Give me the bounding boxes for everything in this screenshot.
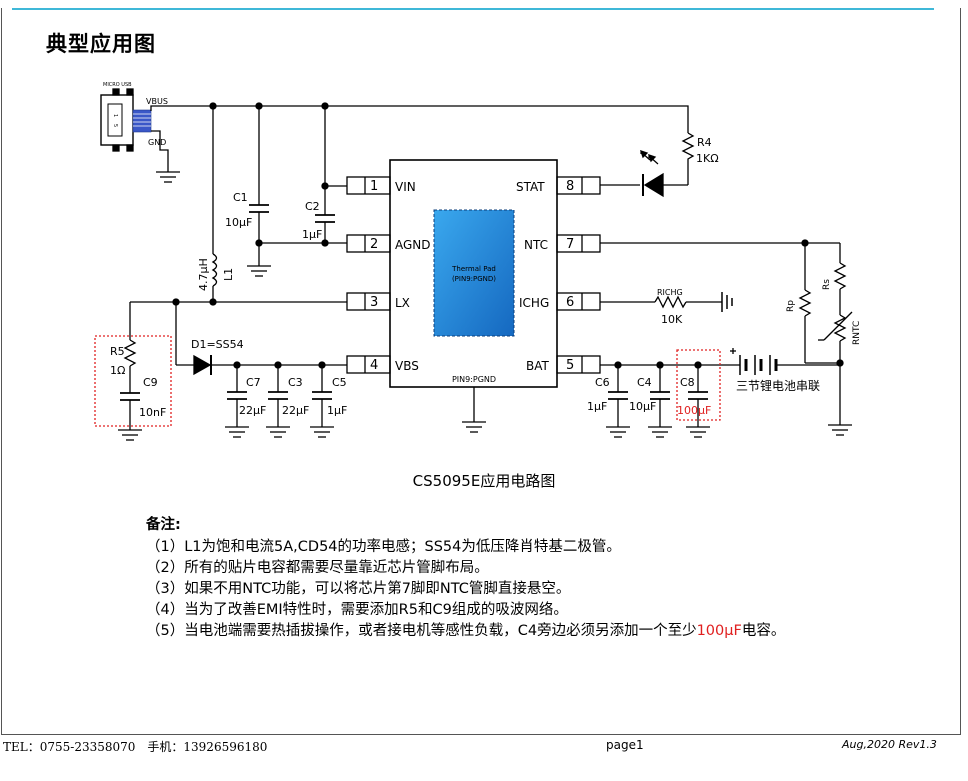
pin-8-number: 8 xyxy=(566,179,574,194)
footer-contact: TEL：0755-23358070 手机：13926596180 xyxy=(3,740,268,754)
pin-8-name: STAT xyxy=(516,180,545,194)
top-accent-line xyxy=(12,8,934,10)
c1-value: 10μF xyxy=(225,216,252,229)
chip-bottom-label: PIN9:PGND xyxy=(452,375,496,384)
usb-vbus-label: VBUS xyxy=(146,97,168,106)
richg-label: RICHG xyxy=(657,288,683,297)
pin-4-name: VBS xyxy=(395,359,419,373)
rntc-label: RNTC xyxy=(852,321,862,345)
note-item-2: （2）所有的贴片电容都需要尽量靠近芯片管脚布局。 xyxy=(146,560,489,576)
page-border-right xyxy=(960,8,961,735)
pin-7-number: 7 xyxy=(566,237,574,252)
micro-usb-connector: 1 5 xyxy=(100,88,152,152)
note-5-text: （5）当电池端需要热插拔操作，或者接电机等感性负载，C4旁边必须另添加一个至少 xyxy=(146,623,697,639)
thermal-pad-label-2: (PIN9:PGND) xyxy=(452,275,496,283)
c6-label: C6 xyxy=(595,376,610,389)
r4-label: R4 xyxy=(697,136,712,149)
d1-label: D1=SS54 xyxy=(191,338,244,351)
svg-text:1: 1 xyxy=(112,114,118,117)
c2-value: 1μF xyxy=(302,228,322,241)
note-5-highlight: 100μF xyxy=(696,623,742,639)
pin-3-number: 3 xyxy=(370,295,378,310)
c9-label: C9 xyxy=(143,376,158,389)
r4-value: 1KΩ xyxy=(696,152,719,165)
c7-label: C7 xyxy=(246,376,261,389)
r5-value: 1Ω xyxy=(110,364,125,377)
l1-label: L1 xyxy=(222,268,235,281)
pin-1-number: 1 xyxy=(370,179,378,194)
footer-revision: Aug,2020 Rev1.3 xyxy=(842,738,937,751)
c3-label: C3 xyxy=(288,376,303,389)
richg-value: 10K xyxy=(661,313,683,326)
note-item-4: （4）当为了改善EMI特性时，需要添加R5和C9组成的吸波网络。 xyxy=(146,602,568,618)
l1-value: 4.7μH xyxy=(197,258,210,291)
circuit-schematic: 1 5 xyxy=(94,82,862,441)
pin-2-number: 2 xyxy=(370,237,378,252)
c5-label: C5 xyxy=(332,376,347,389)
note-item-1: （1）L1为饱和电流5A,CD54的功率电感；SS54为低压降肖特基二极管。 xyxy=(146,539,621,555)
svg-text:5: 5 xyxy=(112,124,118,127)
usb-title: MICRO USB xyxy=(103,82,132,88)
notes-section: 备注: （1）L1为饱和电流5A,CD54的功率电感；SS54为低压降肖特基二极… xyxy=(146,515,785,642)
rs-label: Rs xyxy=(822,279,832,290)
c7-value: 22μF xyxy=(239,404,266,417)
c5-value: 1μF xyxy=(327,404,347,417)
pin-4-number: 4 xyxy=(370,358,378,373)
c9-value: 10nF xyxy=(139,406,166,419)
pin-2-name: AGND xyxy=(395,238,431,252)
usb-gnd-label: GND xyxy=(148,138,166,147)
footer-page-number: page1 xyxy=(606,738,644,752)
c1-label: C1 xyxy=(233,191,248,204)
pin-6-name: ICHG xyxy=(519,296,549,310)
page-border-bottom xyxy=(1,734,961,735)
c4-value: 10μF xyxy=(629,400,656,413)
thermal-pad xyxy=(433,209,515,337)
rp-label: Rp xyxy=(786,300,796,312)
note-5-tail: 电容。 xyxy=(741,623,786,639)
pin-5-number: 5 xyxy=(566,358,574,373)
note-item-3: （3）如果不用NTC功能，可以将芯片第7脚即NTC管脚直接悬空。 xyxy=(146,581,571,597)
pin-6-number: 6 xyxy=(566,295,574,310)
thermal-pad-label-1: Thermal Pad xyxy=(451,265,496,273)
figure-caption: CS5095E应用电路图 xyxy=(412,472,556,490)
notes-title: 备注: xyxy=(146,517,181,533)
battery-label: 三节锂电池串联 xyxy=(736,378,820,393)
c8-value: 100μF xyxy=(677,404,711,417)
pin-7-name: NTC xyxy=(524,238,548,252)
c3-value: 22μF xyxy=(282,404,309,417)
pin-3-name: LX xyxy=(395,296,410,310)
pin-5-name: BAT xyxy=(526,359,550,373)
c6-value: 1μF xyxy=(587,400,607,413)
r5-label: R5 xyxy=(110,345,125,358)
page-border-left xyxy=(1,8,2,735)
c8-label: C8 xyxy=(680,376,695,389)
note-item-5: （5）当电池端需要热插拔操作，或者接电机等感性负载，C4旁边必须另添加一个至少1… xyxy=(146,621,785,642)
c4-label: C4 xyxy=(637,376,652,389)
page-title: 典型应用图 xyxy=(46,32,156,56)
c2-label: C2 xyxy=(305,200,320,213)
pin-1-name: VIN xyxy=(395,180,416,194)
